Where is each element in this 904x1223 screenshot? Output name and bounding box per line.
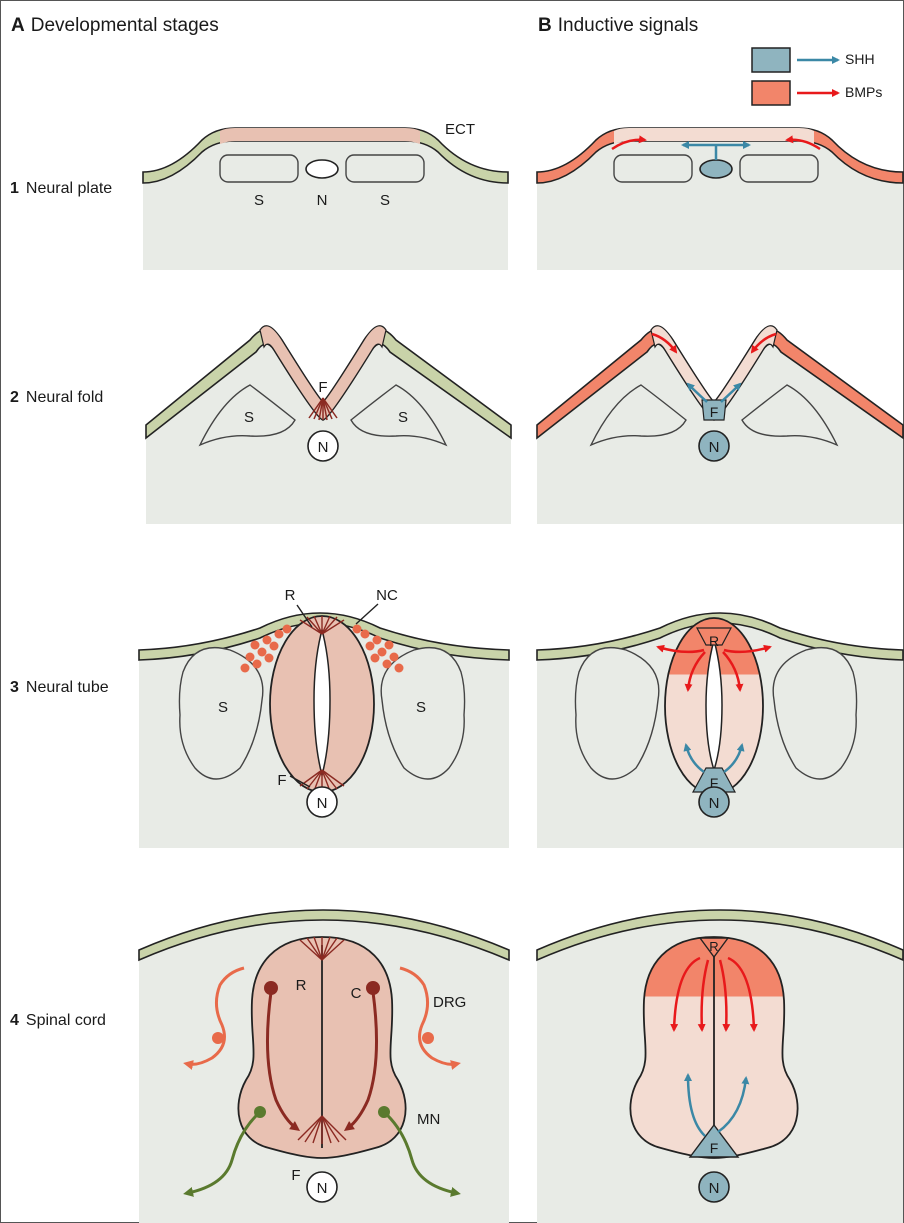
floor-plate-label: F xyxy=(710,404,719,420)
notochord-label: N xyxy=(318,439,329,456)
notochord-label: N xyxy=(709,1180,720,1197)
drg-soma xyxy=(422,1032,434,1044)
panel-a1-neural-plate: S N S ECT xyxy=(143,121,508,270)
somite-right xyxy=(740,155,818,182)
stage-1-number: 1 xyxy=(10,180,19,197)
stage-1-label: 1 Neural plate xyxy=(10,180,112,198)
legend-shh-label: SHH xyxy=(845,51,875,67)
panel-a4-spinal-cord: R C DRG MN F N xyxy=(139,910,509,1223)
neural-crest-label: NC xyxy=(376,587,398,604)
somite-label: S xyxy=(380,192,390,209)
legend xyxy=(752,48,838,105)
somite-left xyxy=(614,155,692,182)
stage-2-name: Neural fold xyxy=(26,389,103,406)
panel-a-title: Developmental stages xyxy=(31,15,219,36)
somite-label: S xyxy=(398,409,408,426)
floor-plate-label: F xyxy=(291,1167,300,1184)
floor-plate-label: F xyxy=(318,379,327,396)
panel-a2-neural-fold: F N S S xyxy=(146,326,511,524)
somite-label: S xyxy=(254,192,264,209)
stage-2-number: 2 xyxy=(10,389,19,406)
notochord-label: N xyxy=(709,439,720,456)
notochord-label: N xyxy=(317,1180,328,1197)
notochord-label: N xyxy=(709,795,720,812)
floor-plate-label: F xyxy=(277,772,286,789)
stage-1-name: Neural plate xyxy=(26,180,112,197)
notochord-label: N xyxy=(317,192,328,209)
somite-right xyxy=(346,155,424,182)
stage-3-number: 3 xyxy=(10,679,19,696)
roof-plate-label: R xyxy=(709,633,719,649)
notochord-label: N xyxy=(317,795,328,812)
panel-b2-neural-fold: F N xyxy=(537,326,903,524)
drg-soma xyxy=(212,1032,224,1044)
notochord-shh xyxy=(700,160,732,178)
somite-label: S xyxy=(244,409,254,426)
legend-bmp-label: BMPs xyxy=(845,84,882,100)
stage-3-name: Neural tube xyxy=(26,679,109,696)
drg-label: DRG xyxy=(433,994,466,1011)
roof-plate-label: R xyxy=(296,977,307,994)
commissural-label: C xyxy=(351,985,362,1002)
notochord xyxy=(306,160,338,178)
stage-4-label: 4 Spinal cord xyxy=(10,1012,106,1030)
roof-plate-label: R xyxy=(285,587,296,604)
floor-plate-label: F xyxy=(710,1140,719,1156)
panel-b-letter: B xyxy=(538,15,552,36)
stage-2-label: 2 Neural fold xyxy=(10,389,103,407)
motor-neuron-label: MN xyxy=(417,1111,440,1128)
somite-label: S xyxy=(416,699,426,716)
panel-a-header: A Developmental stages xyxy=(11,15,219,37)
panel-b4-spinal-cord: R F N xyxy=(537,910,903,1223)
somite-label: S xyxy=(218,699,228,716)
panel-b-title: Inductive signals xyxy=(558,15,698,36)
panel-a3-neural-tube: R NC F S S N xyxy=(139,587,509,848)
ectoderm-label: ECT xyxy=(445,121,475,138)
stage-3-label: 3 Neural tube xyxy=(10,679,109,697)
panel-a-letter: A xyxy=(11,15,25,36)
panel-b1-neural-plate xyxy=(537,128,903,270)
roof-plate-label: R xyxy=(709,939,718,954)
stage-4-number: 4 xyxy=(10,1012,19,1029)
somite-left xyxy=(220,155,298,182)
panel-b-header: B Inductive signals xyxy=(538,15,698,37)
neural-crest-leader xyxy=(356,604,378,624)
stage-4-name: Spinal cord xyxy=(26,1012,106,1029)
legend-shh-swatch xyxy=(752,48,790,72)
legend-bmp-swatch xyxy=(752,81,790,105)
panel-b3-neural-tube: R F N xyxy=(537,613,903,848)
